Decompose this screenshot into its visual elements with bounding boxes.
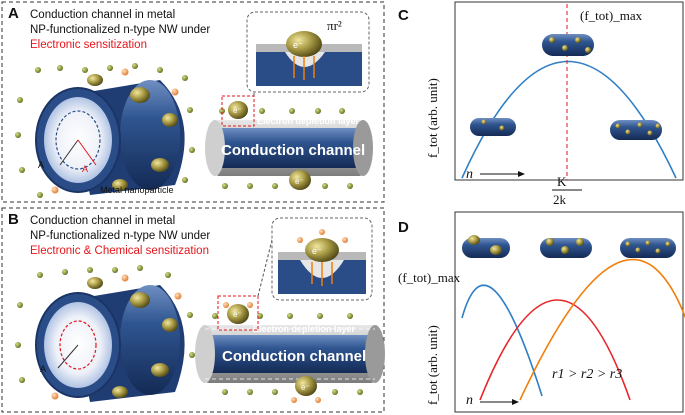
nanowire-icon-c2 (542, 34, 594, 56)
panel-a-title-line3: Electronic sensitization (30, 39, 147, 51)
panel-d-letter: D (398, 219, 409, 236)
electron-label-a2: e⁻ (295, 177, 304, 186)
panel-a-letter: A (8, 5, 19, 22)
panel-b-title-line2: NP-functionalized n-type NW under (30, 230, 210, 242)
panel-a-title-line1: Conduction channel in metal (30, 9, 175, 21)
relation-label-d: r1 > r2 > r3 (552, 367, 622, 382)
panel-b: B Conduction channel in metal NP-functio… (1, 207, 385, 413)
depletion-label-a: Electron depletion layer (257, 116, 360, 126)
metal-nanoparticle-label: Metal nanoparticle (100, 185, 174, 195)
electron-label-b2: e⁻ (301, 383, 310, 392)
metal-nanoparticles-a (15, 63, 195, 198)
channel-label-a: Conduction channel (221, 142, 365, 159)
peak-label-c: (f_tot)_max (580, 8, 643, 23)
panel-a: A Conduction channel in metal NP-functio… (1, 1, 385, 203)
panel-a-border (1, 1, 385, 203)
area-label-a-red: A (82, 164, 88, 174)
panel-b-title-line3: Electronic & Chemical sensitization (30, 245, 209, 257)
nanowire-icon-d2 (540, 238, 592, 258)
y-label-c: f_tot (arb. unit) (425, 78, 440, 158)
electron-label-inset-b: e⁻ (312, 246, 322, 256)
panel-a-title-line2: NP-functionalized n-type NW under (30, 24, 210, 36)
y-label-d: f_tot (arb. unit) (425, 325, 440, 405)
x-label-c: n (466, 167, 473, 182)
peak-label-d: (f_tot)_max (398, 270, 461, 285)
x-label-d: n (466, 393, 473, 408)
area-label-a: A (38, 160, 44, 170)
zoom-box-a (221, 95, 255, 127)
k-num-c: K (557, 174, 567, 189)
pi-r2-label: πr² (327, 18, 342, 33)
curve-d-blue (461, 284, 543, 397)
curve-d-red (479, 299, 631, 401)
panel-d: D (f_tot)_max f_tot (arb. unit) n r1 > r… (398, 211, 685, 413)
electron-label-b1: e⁻ (233, 310, 242, 319)
depletion-label-b: Electron depletion layer (253, 324, 356, 334)
nanowire-long-a: Electron depletion layer Conduction chan… (205, 116, 373, 176)
panel-c: C (f_tot)_max n K 2k f_tot (arb. unit) (398, 1, 684, 207)
x-arrow-head-c (518, 171, 525, 177)
nanowire-icon-d3 (620, 238, 676, 258)
panel-b-title-line1: Conduction channel in metal (30, 215, 175, 227)
panel-c-letter: C (398, 7, 409, 24)
zoom-inset-a: e⁻ πr² (246, 11, 370, 93)
nanowire-long-b: Electron depletion layer Conduction chan… (195, 324, 385, 383)
nanowire-icon-c1 (470, 118, 516, 136)
x-arrow-head-d (512, 399, 519, 405)
nanowire-cross-section-a: A A (35, 80, 185, 195)
k-den-c: 2k (553, 192, 567, 207)
panel-c-frame (454, 1, 684, 181)
zoom-inset-b: e⁻ (271, 217, 373, 301)
surface-particles-a: e⁻ e⁻ (219, 101, 353, 190)
nanowire-icon-d1 (462, 235, 510, 258)
area-label-b: A (40, 364, 46, 374)
nanowire-cross-section-b: A (35, 285, 185, 402)
zoom-box-b (217, 295, 259, 331)
surface-particles-b: e⁻ e⁻ (212, 302, 363, 403)
channel-label-b: Conduction channel (222, 348, 366, 365)
electron-label-inset-a: e⁻ (293, 40, 303, 50)
metal-nanoparticles-b (15, 265, 195, 400)
panel-b-letter: B (8, 211, 19, 228)
panel-b-border (1, 207, 385, 413)
nanowire-icon-c3 (610, 120, 662, 140)
curve-d-orange (519, 258, 685, 401)
electron-label-a1: e⁻ (233, 106, 242, 115)
